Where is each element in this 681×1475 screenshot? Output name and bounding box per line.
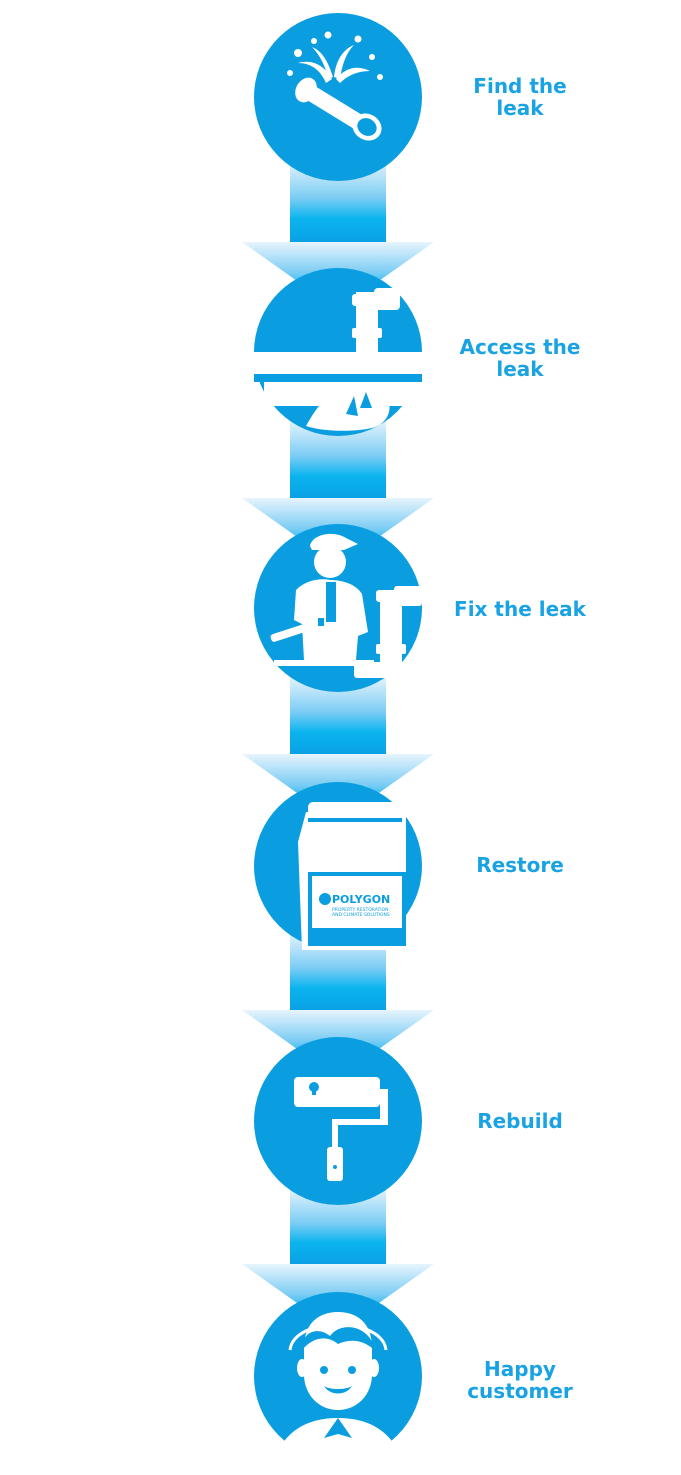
brand-tagline-2: AND CLIMATE SOLUTIONS — [332, 912, 390, 918]
step-3-label: Fix the leak — [454, 597, 586, 621]
leaking-pipe-icon — [254, 13, 422, 181]
smiling-customer-icon — [254, 1292, 422, 1460]
step-5-label: Rebuild — [477, 1109, 563, 1133]
broken-floor-pipe-icon — [254, 268, 422, 436]
brand-name: POLYGON — [332, 893, 390, 906]
paint-roller-icon — [254, 1037, 422, 1205]
dehumidifier-unit-icon: POLYGON PROPERTY RESTORATION AND CLIMATE… — [254, 782, 422, 950]
step-1-label: Find the leak — [473, 74, 567, 120]
step-2-label: Access the leak — [459, 335, 581, 381]
step-4-label: Restore — [476, 853, 564, 877]
plumber-with-wrench-icon — [254, 524, 422, 692]
step-6-label: Happy customer — [467, 1357, 573, 1403]
brand-tagline-1: PROPERTY RESTORATION — [332, 907, 388, 913]
